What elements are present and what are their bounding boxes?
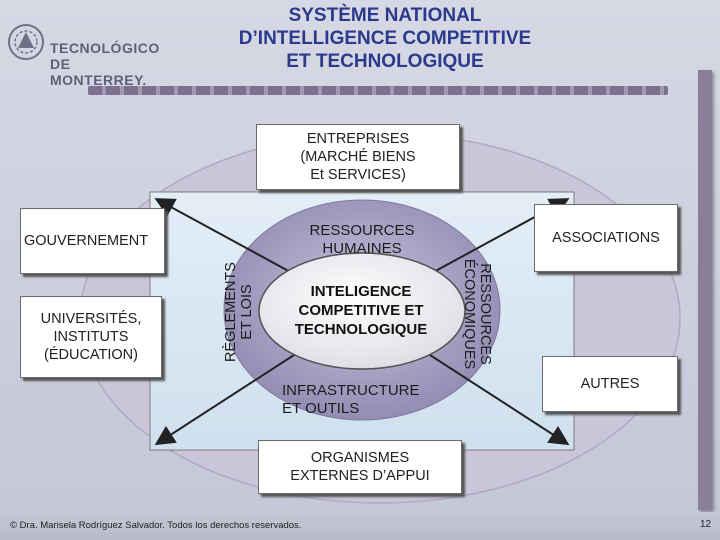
box-associations: ASSOCIATIONS (534, 204, 678, 272)
title-divider (88, 86, 668, 95)
page-number: 12 (700, 519, 712, 530)
inner-right-label: RESSOURCES ÉCONOMIQUES (461, 258, 493, 370)
inner-top-label: RESSOURCES HUMAINES (309, 222, 415, 257)
box-universites: UNIVERSITÉS, INSTITUTS (ÉDUCATION) (20, 296, 162, 378)
copyright-footer: © Dra. Marisela Rodríguez Salvador. Todo… (10, 520, 302, 531)
inner-left-label: RÈGLEMENTS ET LOIS (223, 262, 255, 362)
slide-title: SYSTÈME NATIONAL D’INTELLIGENCE COMPETIT… (238, 5, 532, 72)
center-label: INTELIGENCE COMPETITIVE ET TECHNOLOGIQUE (294, 283, 428, 338)
logo-seal-icon (8, 24, 44, 60)
inner-bottom-label: INFRASTRUCTURE ET OUTILS (282, 382, 420, 417)
box-gouvernement: GOUVERNEMENT (20, 208, 165, 274)
box-organismes: ORGANISMES EXTERNES D’APPUI (258, 440, 462, 494)
tec-monterrey-logo: TECNOLÓGICO DE MONTERREY. (6, 18, 166, 88)
box-entreprises: ENTREPRISES (MARCHÉ BIENS Et SERVICES) (256, 124, 460, 190)
box-autres: AUTRES (542, 356, 678, 412)
logo-line-1: TECNOLÓGICO (50, 40, 160, 56)
bottom-bar (0, 512, 720, 540)
side-accent-bar (698, 70, 712, 510)
logo-line-2: DE MONTERREY. (50, 56, 147, 88)
